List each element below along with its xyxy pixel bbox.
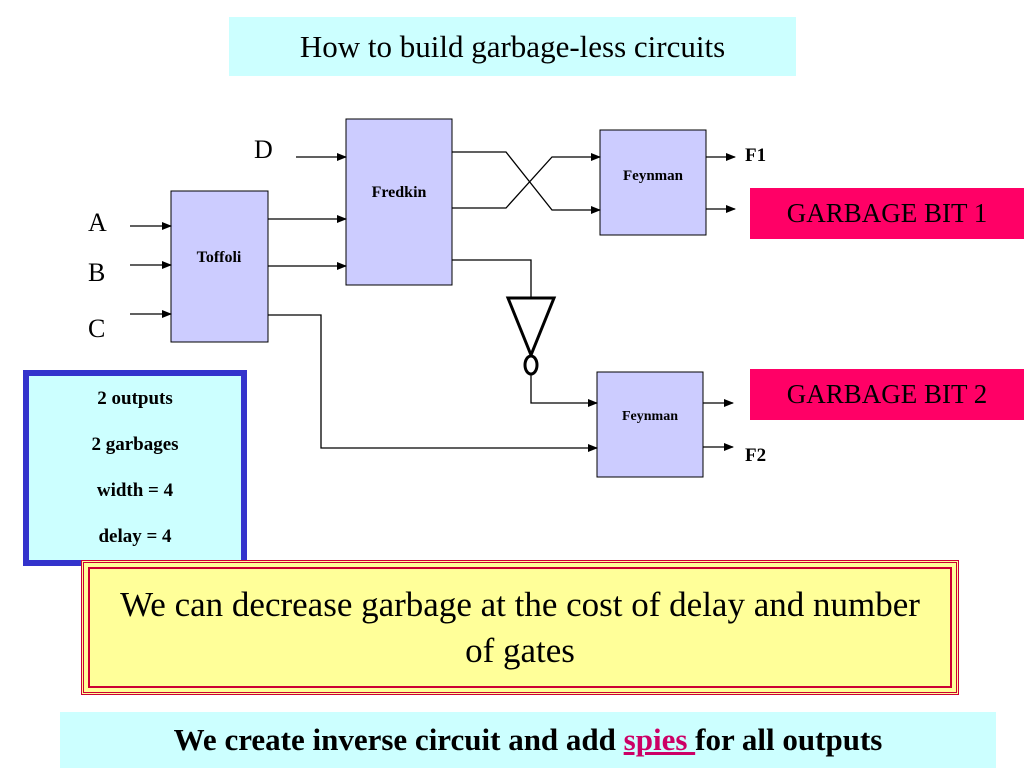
note-box: We can decrease garbage at the cost of d… xyxy=(81,560,959,695)
wire-fredkin-cross-2 xyxy=(452,153,601,209)
stats-outputs: 2 outputs xyxy=(97,388,173,409)
wire-inverter-to-feynman-bottom xyxy=(530,374,598,407)
toffoli-label: Toffoli xyxy=(197,249,242,266)
wire-toffoli-to-feynman-bottom xyxy=(268,314,598,452)
fredkin-gate xyxy=(345,118,453,286)
output-label-f1: F1 xyxy=(745,145,766,166)
spies-link[interactable]: spies xyxy=(623,722,696,757)
stats-box: 2 outputs 2 garbages width = 4 delay = 4 xyxy=(23,370,247,566)
input-label-d: D xyxy=(254,135,273,164)
garbage-bit-1-label: GARBAGE BIT 1 xyxy=(750,188,1024,239)
wire-fredkin-cross-1 xyxy=(452,151,601,214)
bottom-banner: We create inverse circuit and add spies … xyxy=(60,712,996,768)
input-label-c: C xyxy=(88,314,105,343)
inverter-bubble xyxy=(523,354,539,376)
garbage-bit-2-label: GARBAGE BIT 2 xyxy=(750,369,1024,420)
stats-delay: delay = 4 xyxy=(98,526,172,547)
fredkin-label: Fredkin xyxy=(372,184,427,201)
input-label-b: B xyxy=(88,258,105,287)
bottom-suffix: for all outputs xyxy=(695,722,883,757)
feynman-bottom-gate xyxy=(596,371,704,478)
note-text: We can decrease garbage at the cost of d… xyxy=(120,584,920,670)
stats-width: width = 4 xyxy=(96,480,174,501)
feynman-top-gate xyxy=(599,129,707,236)
toffoli-gate xyxy=(170,190,269,343)
circuit-diagram: Toffoli Fredkin Feynman Feynman A B C D … xyxy=(88,118,766,478)
slide-title: How to build garbage-less circuits xyxy=(229,17,796,76)
inverter-gate xyxy=(505,296,557,360)
stats-garbages: 2 garbages xyxy=(91,434,179,455)
wire-fredkin-to-inverter xyxy=(452,259,532,298)
input-label-a: A xyxy=(88,208,107,237)
feynman-top-label: Feynman xyxy=(623,168,684,184)
feynman-bottom-label: Feynman xyxy=(622,409,678,424)
output-label-f2: F2 xyxy=(745,445,766,466)
bottom-prefix: We create inverse circuit and add xyxy=(173,722,624,757)
